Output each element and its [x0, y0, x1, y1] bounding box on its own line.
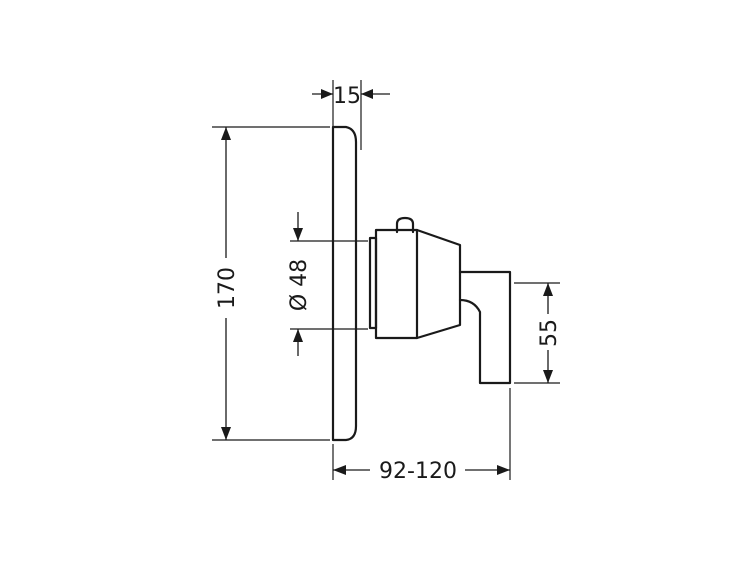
mixer-trim-outline: [331, 125, 512, 442]
top-knob: [395, 216, 415, 234]
lever-handle: [458, 270, 512, 385]
dimension-handle-height: 55: [537, 283, 562, 383]
extension-lines: [212, 80, 560, 480]
dimension-label-projection: 92-120: [379, 459, 457, 484]
dimension-label-body-diameter: Ø 48: [287, 259, 312, 311]
dimension-label-handle-height: 55: [537, 319, 562, 347]
dimension-plate-height: 170: [215, 127, 240, 440]
dimension-body-diameter: Ø 48: [287, 212, 312, 356]
dimension-label-plate-height: 170: [215, 267, 240, 309]
dimension-plate-depth: 15: [312, 84, 390, 109]
dimension-label-plate-depth: 15: [333, 84, 361, 109]
dimension-projection: 92-120: [333, 459, 510, 484]
cover-plate: [331, 125, 358, 442]
